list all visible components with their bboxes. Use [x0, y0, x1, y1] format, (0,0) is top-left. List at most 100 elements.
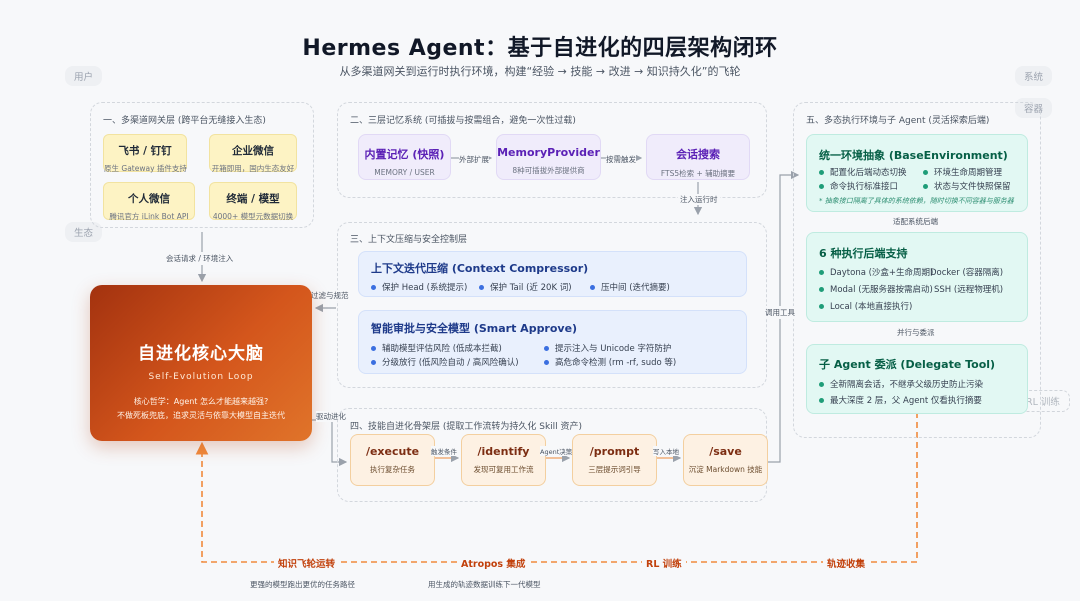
env-item: 命令执行标准接口: [819, 180, 898, 192]
loop-sub-2: 用生成的轨迹数据训练下一代模型: [428, 580, 541, 589]
core-drive-label: 驱动进化: [316, 411, 346, 422]
memory-section: [337, 102, 767, 198]
gateway-wechat-title: 个人微信: [128, 193, 170, 205]
gateway-feishu-title: 飞书 / 钉钉: [118, 145, 172, 157]
gateway-wechat-box: 个人微信 腾讯官方 iLink Bot API: [103, 182, 195, 221]
skill-execute-box: /execute 执行复杂任务: [350, 434, 435, 486]
env-item: 环境生命周期管理: [923, 166, 1002, 178]
env-box: 统一环境抽象 (BaseEnvironment) 配置化后端动态切换 环境生命周…: [806, 134, 1028, 212]
core-desc-1: 核心哲学：Agent 怎么才能越来越强?: [133, 397, 269, 406]
exec-section: [793, 102, 1041, 438]
gateway-feishu-sub: 原生 Gateway 插件支持: [104, 164, 187, 173]
backends-box: 6 种执行后端支持 Daytona (沙盒+生命周期) Docker (容器隔离…: [806, 232, 1028, 322]
control-left-label: 过滤与规范: [311, 290, 349, 301]
env-note: * 抽象接口隔离了具体的系统依赖，随时切换不同容器与服务器: [819, 197, 1014, 205]
memory-provider-sub: 8种可插拔外部提供商: [512, 166, 585, 175]
page-subtitle: 从多渠道网关到运行时执行环境，构建“经验 → 技能 → 改进 → 知识持久化”的…: [339, 65, 741, 78]
backends-title: 6 种执行后端支持: [819, 247, 908, 260]
core-title: 自进化核心大脑: [138, 344, 264, 364]
env-title: 统一环境抽象 (BaseEnvironment): [819, 149, 1008, 162]
memory-section-label: 二、三层记忆系统 (可插拔与按需组合，避免一次性过载): [350, 116, 576, 126]
memory-arrow1-label: 外部扩展: [459, 154, 489, 165]
approve-item: 辅助模型评估风险 (低成本拦截): [371, 342, 502, 354]
core-desc-2: 不做死板兜底，追求灵活与依靠大模型自主迭代: [117, 411, 285, 420]
memory-down-label: 注入运行时: [678, 194, 720, 205]
control-section-label: 三、上下文压缩与安全控制层: [350, 235, 468, 245]
skill-execute-title: /execute: [365, 445, 420, 458]
loop-label-atropos: Atropos 集成: [457, 556, 530, 570]
gateway-section: [90, 102, 314, 228]
skill-arrow3-label: 写入本地: [653, 446, 679, 456]
page-title: Hermes Agent：基于自进化的四层架构闭环: [302, 36, 778, 61]
skill-identify-box: /identify 发现可复用工作流: [461, 434, 546, 486]
ghost-tag-ecology: 生态: [65, 222, 103, 242]
delegate-title: 子 Agent 委派 (Delegate Tool): [819, 358, 996, 371]
loop-label-trajectory: 轨迹收集: [823, 556, 870, 570]
skill-save-box: /save 沉淀 Markdown 技能: [683, 434, 768, 486]
memory-search-sub: FTS5检索 + 辅助摘要: [660, 169, 736, 178]
control-section: [337, 222, 767, 388]
compressor-item: 保护 Head (系统提示): [371, 281, 467, 293]
gateway-wecom-title: 企业微信: [232, 145, 274, 157]
loop-label-flywheel: 知识飞轮运转: [274, 556, 340, 570]
skill-section-label: 四、技能自进化骨架层 (提取工作流转为持久化 Skill 资产): [350, 422, 583, 432]
memory-builtin-title: 内置记忆 (快照): [364, 148, 445, 161]
gateway-wechat-sub: 腾讯官方 iLink Bot API: [109, 212, 189, 221]
gateway-feishu-box: 飞书 / 钉钉 原生 Gateway 插件支持: [103, 134, 187, 173]
backends-item: SSH (远程物理机): [934, 285, 1004, 295]
exec-section-label: 五、多态执行环境与子 Agent (灵活探索后端): [806, 116, 990, 126]
ghost-tag-user: 用户: [65, 66, 103, 86]
memory-builtin-sub: MEMORY / USER: [374, 168, 435, 177]
memory-provider-title: MemoryProvider: [497, 146, 600, 159]
env-item: 状态与文件快照保留: [923, 180, 1011, 192]
skill-arrow2-label: Agent决策: [540, 446, 573, 456]
backends-item: Daytona (沙盒+生命周期): [819, 266, 933, 278]
compressor-title: 上下文迭代压缩 (Context Compressor): [371, 262, 589, 275]
memory-search-box: 会话搜索 FTS5检索 + 辅助摘要: [646, 134, 750, 180]
skill-identify-sub: 发现可复用工作流: [473, 465, 534, 474]
exec-parallel-label: 并行与委派: [897, 328, 935, 337]
backends-item: Modal (无服务器按需启动): [819, 283, 933, 295]
delegate-item: 全新隔离会话，不继承父级历史防止污染: [819, 378, 983, 390]
loop-label-rl: RL 训练: [642, 556, 686, 570]
skill-save-sub: 沉淀 Markdown 技能: [688, 465, 763, 474]
ghost-tag-system: 系统: [1015, 66, 1053, 86]
skill-execute-sub: 执行复杂任务: [370, 465, 415, 474]
core-brain-card: 自进化核心大脑 Self-Evolution Loop 核心哲学：Agent 怎…: [90, 285, 312, 441]
skill-identify-title: /identify: [477, 445, 530, 458]
env-item: 配置化后端动态切换: [819, 166, 907, 178]
approve-item: 分级放行 (低风险自动 / 高风险确认): [371, 356, 519, 368]
skill-arrow1-label: 触发条件: [431, 446, 457, 456]
memory-builtin-box: 内置记忆 (快照) MEMORY / USER: [358, 134, 451, 180]
skill-save-title: /save: [709, 445, 742, 458]
exec-adapt-label: 适配系统后端: [893, 217, 938, 226]
delegate-item: 最大深度 2 层，父 Agent 仅看执行摘要: [819, 394, 982, 406]
skill-prompt-sub: 三层提示词引导: [588, 465, 641, 474]
approve-title: 智能审批与安全模型 (Smart Approve): [371, 322, 578, 335]
skill-prompt-box: /prompt 三层提示词引导: [572, 434, 657, 486]
gateway-wecom-sub: 开箱即用，国内生态友好: [211, 164, 295, 173]
memory-provider-box: MemoryProvider 8种可插拔外部提供商: [496, 134, 601, 180]
gateway-wecom-box: 企业微信 开箱即用，国内生态友好: [209, 134, 297, 173]
backends-item: Local (本地直接执行): [819, 300, 912, 312]
rl-loop-path: [195, 412, 918, 563]
compressor-item: 压中间 (迭代摘要): [590, 281, 670, 293]
backends-item: Docker (容器隔离): [930, 268, 1004, 278]
core-subtitle: Self-Evolution Loop: [148, 372, 254, 382]
compressor-box: 上下文迭代压缩 (Context Compressor) 保护 Head (系统…: [358, 251, 747, 297]
loop-sub-1: 更强的模型跑出更优的任务路径: [250, 580, 355, 589]
gateway-terminal-box: 终端 / 模型 4000+ 模型元数据切换: [209, 182, 297, 221]
gateway-section-label: 一、多渠道网关层 (跨平台无缝接入生态): [103, 116, 266, 126]
approve-item: 高危命令检测 (rm -rf, sudo 等): [544, 356, 676, 368]
exec-tool-label: 调用工具: [765, 306, 795, 319]
approve-box: 智能审批与安全模型 (Smart Approve) 辅助模型评估风险 (低成本拦…: [358, 310, 747, 374]
skill-prompt-title: /prompt: [589, 445, 640, 458]
delegate-box: 子 Agent 委派 (Delegate Tool) 全新隔离会话，不继承父级历…: [806, 344, 1028, 414]
gateway-terminal-sub: 4000+ 模型元数据切换: [212, 212, 294, 221]
gateway-link-label: 会话请求 / 环境注入: [166, 252, 234, 265]
memory-search-title: 会话搜索: [676, 148, 720, 161]
gateway-terminal-title: 终端 / 模型: [226, 193, 280, 205]
approve-item: 提示注入与 Unicode 字符防护: [544, 342, 671, 354]
memory-arrow2-label: 按需触发: [606, 154, 636, 165]
compressor-item: 保护 Tail (近 20K 词): [479, 281, 572, 293]
